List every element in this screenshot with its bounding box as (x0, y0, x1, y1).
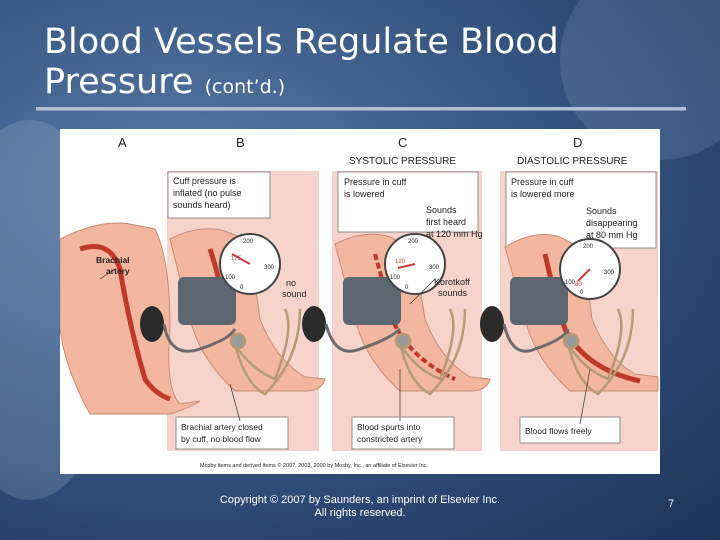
panel-b-caption: Brachial artery closed by cuff, no blood… (181, 422, 265, 444)
panel-b-box-text: Cuff pressure is inflated (no pulse soun… (173, 176, 244, 210)
panel-d-caption-box (519, 416, 621, 444)
panel-letter-b: B (236, 135, 245, 150)
stethoscope-d (562, 308, 635, 396)
gauge-b-300: 300 (264, 265, 275, 271)
copyright-line-1: Copyright © 2007 by Saunders, an imprint… (219, 494, 501, 506)
panel-c-box-text: Pressure in cuff is lowered (344, 177, 409, 199)
gauge-d-100: 100 (565, 280, 576, 286)
gauge-d-0: 0 (580, 290, 584, 296)
page-number: 7 (668, 498, 675, 510)
tube-d (502, 323, 570, 353)
panel-c-caption: Blood spurts into constricted artery (357, 422, 423, 444)
gauge-b: 0 100 200 300 175 (219, 233, 281, 295)
leader-lines (99, 268, 591, 425)
panel-c-caption-box (351, 416, 455, 450)
copyright-footer: Copyright © 2007 by Saunders, an imprint… (195, 494, 525, 520)
panel-d-text-box (505, 171, 657, 249)
gauge-c-reading: 120 (395, 259, 406, 265)
gauge-b-reading: 175 (231, 256, 242, 262)
panel-c-sounds: Sounds first heard at 120 mm Hg (426, 205, 483, 239)
gauge-d-200: 200 (583, 244, 594, 250)
panel-b-text-box (167, 171, 271, 219)
gauge-c-100: 100 (390, 275, 401, 281)
brachial-artery-label: Brachial artery (96, 255, 132, 276)
title-underline (36, 107, 686, 110)
gauge-c-0: 0 (405, 285, 409, 291)
gauge-d-300: 300 (604, 270, 615, 276)
gauge-b-100: 100 (225, 275, 236, 281)
panel-c-korotkoff: Korotkoff sounds (434, 277, 472, 298)
panel-letter-d: D (573, 135, 582, 150)
stethoscope-c (394, 308, 467, 396)
bulb-c (302, 306, 326, 342)
figure-credit: Mosby items and derived items © 2007, 20… (200, 462, 428, 469)
slide-title-main: Blood Vessels Regulate Blood Pressure (44, 22, 559, 102)
panel-b-caption-box (175, 416, 289, 450)
gauge-b-200: 200 (243, 239, 254, 245)
bulb-d (480, 306, 504, 342)
diastolic-header: DIASTOLIC PRESSURE (517, 156, 628, 167)
copyright-line-2: All rights reserved. (314, 507, 406, 519)
gauge-b-0: 0 (240, 285, 244, 291)
gauge-c-200: 200 (408, 239, 419, 245)
panel-b-no-sound: no sound (282, 278, 307, 299)
panel-d-caption: Blood flows freely (525, 426, 592, 436)
gauge-c-300: 300 (429, 265, 440, 271)
cuff-b (178, 277, 236, 325)
cuff-c (343, 277, 401, 325)
bulb-b (140, 306, 164, 342)
cuff-d (510, 277, 568, 325)
gauge-c: 0 100 200 300 120 (384, 233, 446, 295)
arm-a (60, 222, 201, 415)
panel-c-text-box (337, 171, 479, 233)
gauge-d-reading: 80 (575, 282, 582, 288)
stethoscope-b (229, 308, 302, 396)
gauge-d: 0 100 200 300 80 (559, 238, 621, 300)
panel-letter-c: C (398, 135, 407, 150)
slide-title: Blood Vessels Regulate Blood Pressure (c… (44, 22, 694, 107)
slide-title-suffix: (cont’d.) (204, 76, 286, 98)
tube-b (162, 323, 237, 353)
tube-c (324, 323, 402, 353)
blood-pressure-figure: A B C D SYSTOLIC PRESSURE DIASTOLIC PRES… (60, 129, 660, 474)
systolic-header: SYSTOLIC PRESSURE (349, 156, 456, 167)
panel-d-box-text: Pressure in cuff is lowered more (511, 177, 576, 199)
panel-letter-a: A (118, 135, 127, 150)
panel-d-sounds: Sounds disappearing at 80 mm Hg (586, 206, 640, 240)
